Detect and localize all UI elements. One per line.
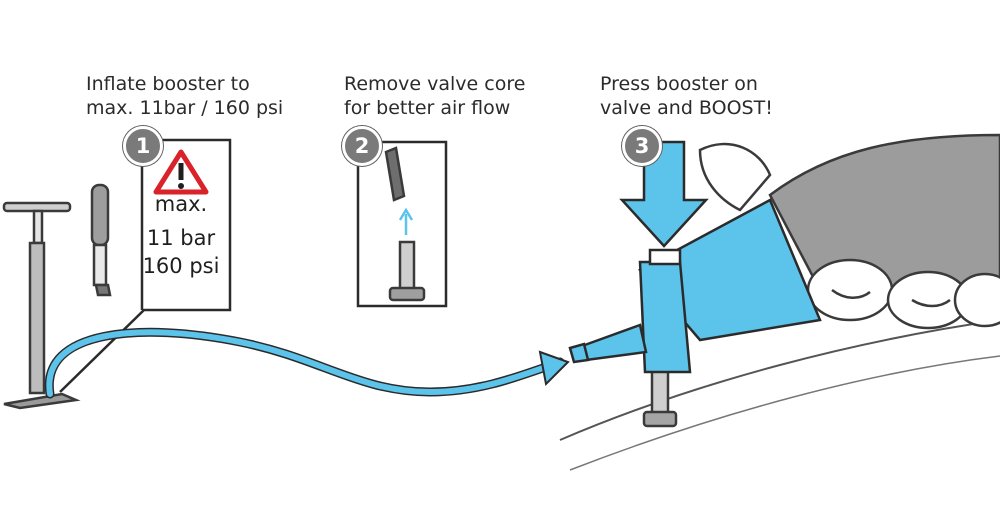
- warning-triangle-icon: [153, 149, 209, 195]
- pressure-bar-value: 11 bar: [146, 226, 216, 250]
- step-2-line-2: for better air flow: [344, 97, 511, 119]
- step-2-caption: Remove valve core for better air flow: [344, 72, 525, 120]
- step-1-line-1: Inflate booster to: [86, 73, 250, 95]
- step-1-badge: 1: [123, 126, 163, 166]
- step-2-badge: 2: [342, 126, 382, 166]
- step-3-badge: 3: [622, 126, 662, 166]
- step-3-caption: Press booster on valve and BOOST!: [600, 72, 773, 120]
- step-1-caption: Inflate booster to max. 11bar / 160 psi: [86, 72, 283, 120]
- booster-chamber-icon: [90, 183, 112, 297]
- booster-device: [568, 198, 822, 374]
- step-1-line-2: max. 11bar / 160 psi: [86, 97, 284, 119]
- pressure-info: max. 11 bar 160 psi: [136, 190, 226, 280]
- valve-core-icon: [384, 146, 426, 302]
- pressure-psi-value: 160 psi: [142, 254, 220, 278]
- step-3-line-1: Press booster on: [600, 73, 758, 95]
- hand-icon: [698, 133, 1000, 330]
- pressure-label: max.: [154, 192, 208, 216]
- press-down-arrow-icon: [619, 140, 709, 248]
- step-3-line-2: valve and BOOST!: [600, 97, 773, 119]
- step-2-line-1: Remove valve core: [344, 73, 526, 95]
- floor-pump-icon: [2, 201, 81, 410]
